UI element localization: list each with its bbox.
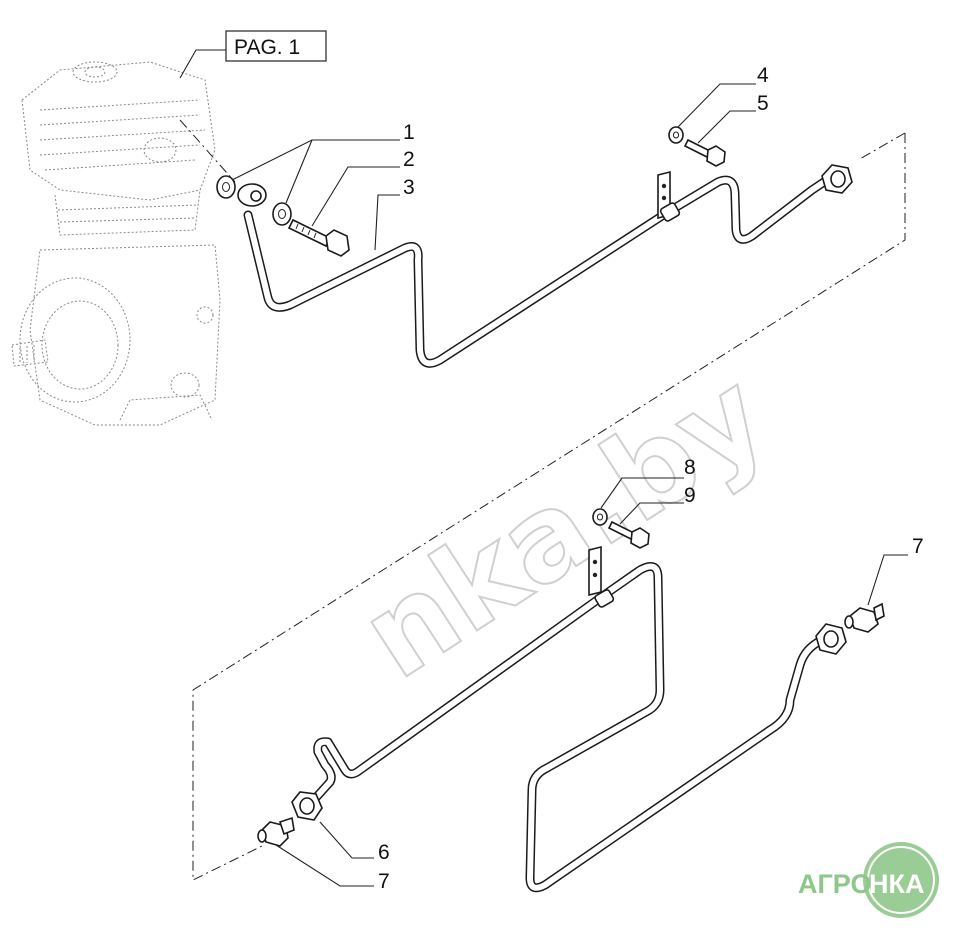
callout-6: 6	[378, 841, 390, 864]
pipe-clamp-icon[interactable]	[657, 170, 681, 222]
washer-icon-3[interactable]	[668, 126, 684, 144]
washer-icon-4[interactable]	[592, 508, 608, 526]
logo-text-right: НКА	[869, 869, 924, 899]
callout-9: 9	[684, 484, 696, 507]
banjo-fitting-icon	[237, 183, 267, 207]
assembly-line-upper	[179, 119, 236, 183]
callout-5: 5	[757, 92, 769, 115]
callout-2: 2	[403, 148, 415, 171]
callout-7-upper: 7	[912, 535, 924, 558]
washer-icon-2[interactable]	[272, 202, 292, 226]
pipe-clamp-icon-2[interactable]	[588, 545, 615, 608]
bolt-icon-2[interactable]	[683, 138, 726, 167]
callout-3: 3	[403, 176, 415, 199]
pipe-union-icon-2	[291, 791, 323, 821]
callout-1: 1	[403, 121, 415, 144]
assembly-frame	[192, 132, 906, 881]
brake-pipe-upper[interactable]	[243, 173, 835, 368]
pipe-connector-icon-2[interactable]	[844, 602, 885, 633]
washer-icon[interactable]	[216, 175, 236, 199]
air-compressor-icon	[11, 61, 221, 426]
page-reference-label: PAG. 1	[234, 36, 300, 59]
callout-7-lower: 7	[378, 870, 390, 893]
callout-4: 4	[757, 64, 769, 87]
brake-pipe-lower[interactable]	[307, 561, 827, 893]
pipe-union-icon-3	[815, 623, 847, 655]
bolt-icon[interactable]	[287, 218, 350, 257]
logo-text-left: АГРО	[798, 869, 871, 899]
page-reference-box[interactable]: PAG. 1	[225, 30, 327, 62]
pipe-connector-icon[interactable]	[257, 816, 295, 847]
pipe-union-icon	[821, 164, 853, 194]
agronka-logo: АГРО НКА	[798, 842, 939, 918]
bolt-icon-3[interactable]	[607, 520, 650, 549]
callout-8: 8	[684, 456, 696, 479]
watermark-text: nka.by	[338, 345, 789, 705]
